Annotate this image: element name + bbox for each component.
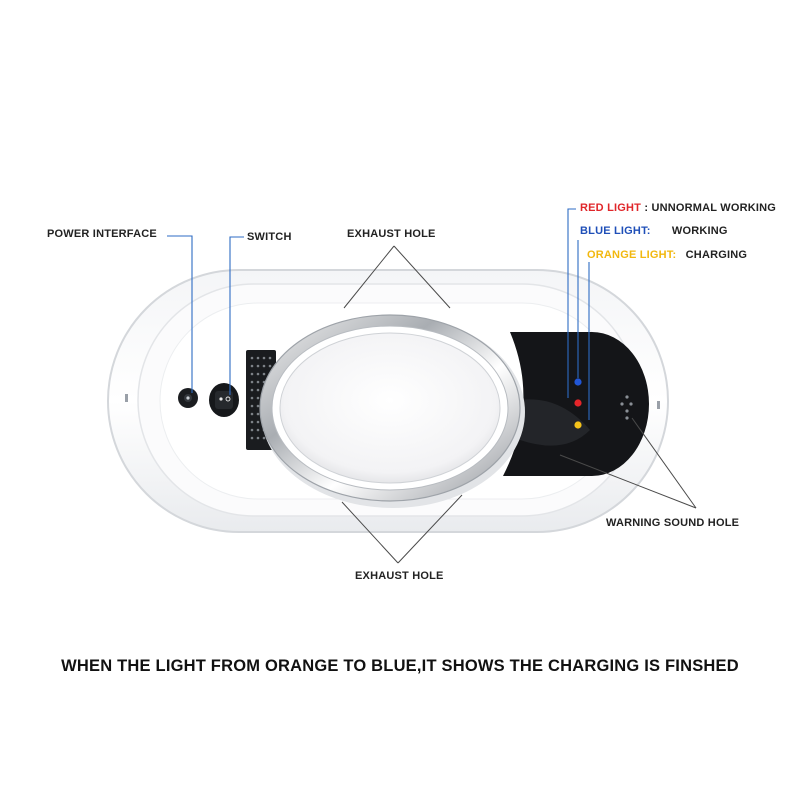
- exhaust-hole-top-label: EXHAUST HOLE: [347, 228, 436, 240]
- rocker-switch: [209, 383, 239, 417]
- exhaust-cover: [279, 332, 501, 484]
- red-indicator-light: [574, 399, 582, 407]
- power-interface-label: POWER INTERFACE: [47, 228, 157, 240]
- switch-leader: [229, 236, 244, 395]
- exhaust-bottom-pointer-right: [397, 494, 463, 564]
- orange-indicator-light: [574, 421, 582, 429]
- sound-hole-pointer-b: [631, 417, 697, 509]
- power-interface-leader: [167, 235, 193, 393]
- blue-indicator-light: [574, 378, 582, 386]
- power-interface-jack: [178, 388, 198, 408]
- legend-value-blue: WORKING: [671, 225, 728, 237]
- legend-value-orange: CHARGING: [685, 249, 748, 261]
- legend-item-red: RED LIGHT : UNNORMAL WORKING: [580, 202, 776, 214]
- exhaust-top-pointer-right: [393, 245, 451, 309]
- legend-key-red: RED LIGHT: [580, 202, 642, 214]
- exhaust-hole-bottom-label: EXHAUST HOLE: [355, 570, 444, 582]
- legend-item-blue: BLUE LIGHT: WORKING: [580, 225, 728, 237]
- leader-lines: [167, 208, 590, 420]
- exhaust-bottom-pointer-left: [341, 501, 399, 564]
- red-light-leader: [567, 208, 576, 398]
- legend-value-red: : UNNORMAL WORKING: [644, 202, 777, 214]
- switch-label: SWITCH: [247, 231, 292, 243]
- legend-key-blue: BLUE LIGHT:: [580, 225, 651, 237]
- warning-sound-hole-label: WARNING SOUND HOLE: [606, 517, 740, 529]
- legend-key-orange: ORANGE LIGHT:: [587, 249, 677, 261]
- right-side-pin: [657, 401, 660, 409]
- left-side-pin: [125, 394, 128, 402]
- exhaust-top-pointer-left: [343, 245, 395, 309]
- warning-sound-holes: [620, 395, 633, 420]
- charging-caption: WHEN THE LIGHT FROM ORANGE TO BLUE,IT SH…: [61, 657, 739, 675]
- legend-item-orange: ORANGE LIGHT: CHARGING: [587, 249, 747, 261]
- sound-hole-pointer-a: [559, 454, 697, 509]
